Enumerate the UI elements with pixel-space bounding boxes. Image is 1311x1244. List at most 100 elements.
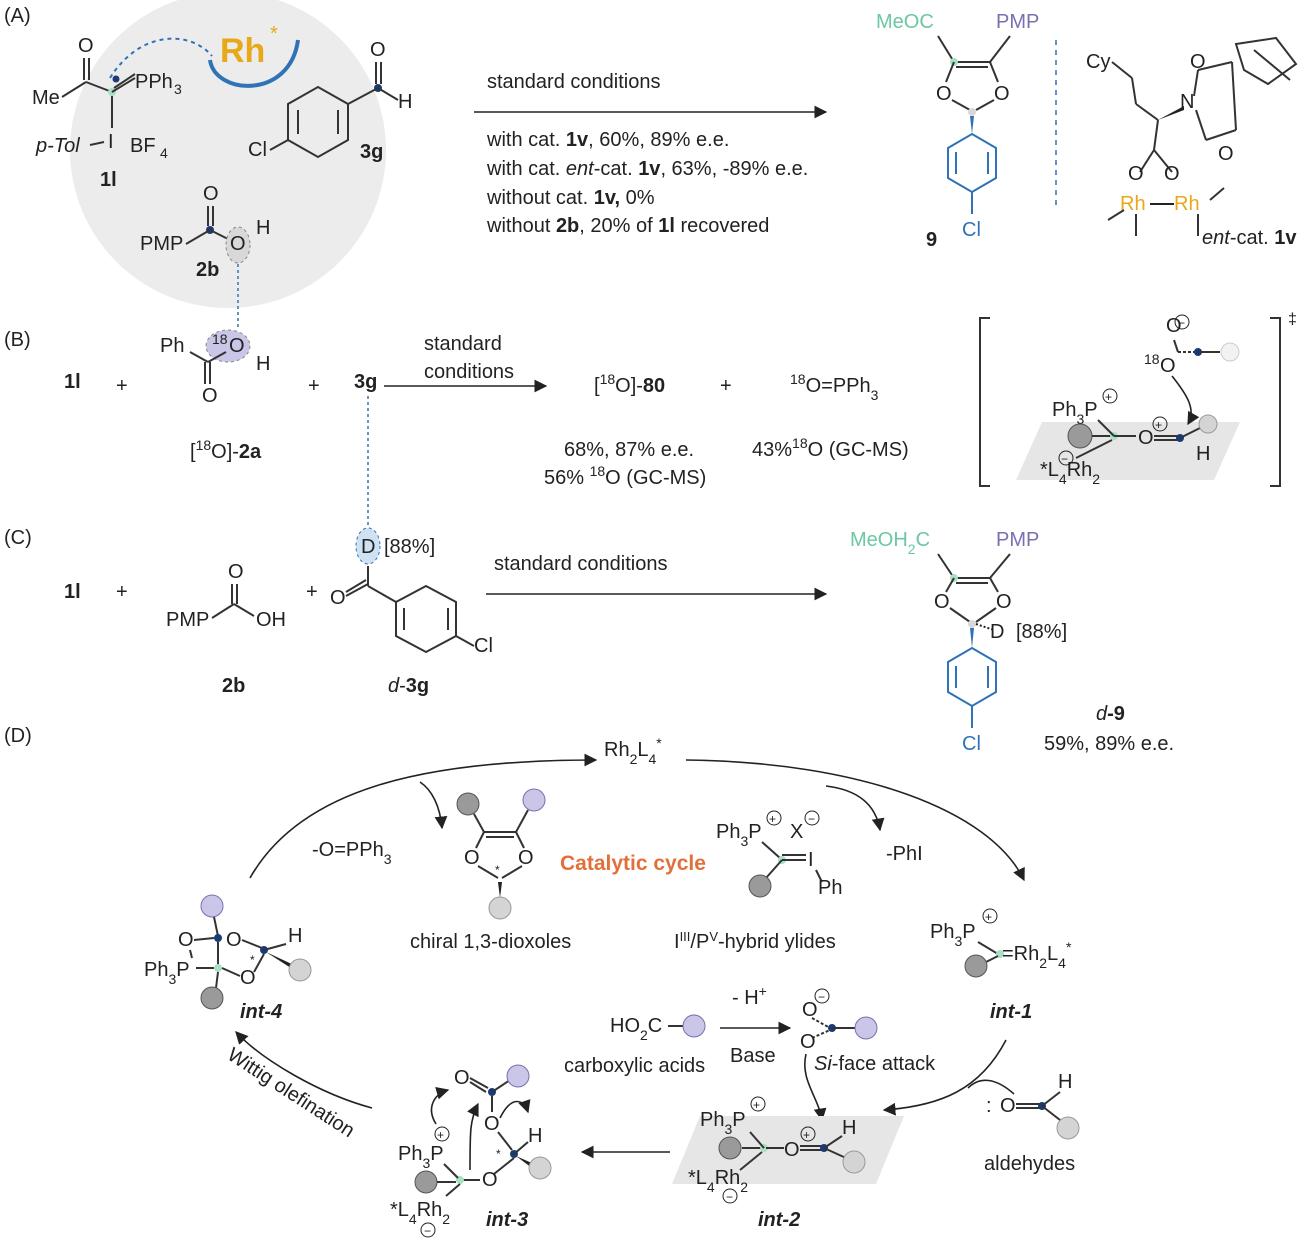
svg-text:O: O bbox=[240, 967, 256, 989]
svg-text:Cl: Cl bbox=[248, 139, 267, 161]
svg-text:N: N bbox=[1180, 91, 1194, 113]
svg-text:D: D bbox=[361, 536, 375, 558]
svg-text:without 2b, 20% of 1l recovere: without 2b, 20% of 1l recovered bbox=[486, 215, 769, 237]
svg-text:59%, 89% e.e.: 59%, 89% e.e. bbox=[1044, 733, 1174, 755]
svg-text:=Rh2L4*: =Rh2L4* bbox=[1002, 939, 1072, 971]
svg-text:[88%]: [88%] bbox=[384, 536, 435, 558]
svg-text:Rh: Rh bbox=[1120, 193, 1146, 215]
loss-o-pph3: -O=PPh3 bbox=[312, 839, 392, 867]
carboxylic-acid-step: HO2C carboxylic acids - H+ Base O − O Si… bbox=[564, 983, 936, 1122]
svg-text:O: O bbox=[936, 83, 952, 105]
acid-18o-2a-structure: Ph 18 O H O [18O]-2a bbox=[160, 329, 270, 463]
svg-text:O: O bbox=[454, 1067, 470, 1089]
aldehyde-3g-structure: O H Cl 3g bbox=[248, 39, 412, 163]
svg-text:9: 9 bbox=[926, 229, 937, 251]
substrate-highlight-circle bbox=[70, 0, 386, 308]
svg-text:PMP: PMP bbox=[166, 609, 209, 631]
svg-text:Cl: Cl bbox=[962, 219, 981, 241]
svg-text:Ph3P: Ph3P bbox=[144, 959, 190, 987]
aldehyde-d-3g-structure: D [88%] O Cl d-3g bbox=[330, 527, 493, 697]
svg-text:PMP: PMP bbox=[140, 233, 183, 255]
svg-text:BF: BF bbox=[130, 135, 156, 157]
svg-text:Cl: Cl bbox=[474, 635, 493, 657]
svg-text:OH: OH bbox=[256, 609, 286, 631]
svg-text:−: − bbox=[1178, 316, 1185, 330]
svg-text:[18O]-2a: [18O]-2a bbox=[190, 437, 262, 463]
svg-text:ent-cat. 1v: ent-cat. 1v bbox=[1202, 227, 1297, 249]
svg-text:+: + bbox=[1105, 390, 1112, 404]
product-9-structure: MeOC PMP O O Cl 9 bbox=[876, 11, 1039, 251]
svg-text:O: O bbox=[228, 561, 244, 583]
svg-text::: : bbox=[986, 1095, 992, 1117]
int-3-structure: O O * H O Ph3P + *L4Rh2 − int-3 bbox=[390, 1064, 552, 1238]
ylide-1l-structure: O Me PPh 3 I p-Tol BF 4 1l bbox=[32, 35, 182, 191]
svg-text:O: O bbox=[802, 999, 818, 1021]
svg-text:*L4Rh2: *L4Rh2 bbox=[390, 1199, 450, 1227]
svg-text:[88%]: [88%] bbox=[1016, 621, 1067, 643]
svg-text:*: * bbox=[495, 863, 500, 877]
svg-text:+: + bbox=[985, 910, 992, 924]
svg-text:D: D bbox=[990, 621, 1004, 643]
svg-text:+: + bbox=[803, 1128, 810, 1142]
svg-text:‡: ‡ bbox=[1288, 311, 1297, 328]
hybrid-ylide-structure: Ph3P + X − I Ph IIII/PV-hybrid ylides bbox=[674, 810, 842, 953]
svg-text:H: H bbox=[1058, 1071, 1072, 1093]
acid-2b-c-structure: O PMP OH 2b bbox=[166, 561, 286, 697]
svg-text:O: O bbox=[482, 1169, 498, 1191]
svg-text:Rh: Rh bbox=[1174, 193, 1200, 215]
svg-text:*: * bbox=[250, 953, 255, 967]
svg-text:+: + bbox=[1155, 418, 1162, 432]
svg-text:O: O bbox=[1160, 355, 1176, 377]
cycle-arrow-top-left bbox=[249, 753, 598, 879]
product-80-18o-content: 56% 18O (GC-MS) bbox=[544, 463, 706, 489]
svg-text:H: H bbox=[288, 925, 302, 947]
svg-text:2b: 2b bbox=[196, 259, 219, 281]
svg-text:−: − bbox=[424, 1224, 431, 1238]
svg-text:Si-face attack: Si-face attack bbox=[814, 1053, 936, 1075]
svg-text:with cat. ent-cat. 1v, 63%, -8: with cat. ent-cat. 1v, 63%, -89% e.e. bbox=[486, 158, 808, 180]
svg-text:O: O bbox=[996, 591, 1012, 613]
svg-text:O: O bbox=[1190, 51, 1206, 73]
svg-text:O: O bbox=[178, 929, 194, 951]
svg-text:O: O bbox=[1000, 1095, 1016, 1117]
svg-text:18: 18 bbox=[1144, 351, 1160, 367]
svg-text:H: H bbox=[256, 217, 270, 239]
svg-text:3: 3 bbox=[174, 81, 182, 97]
svg-text:O: O bbox=[1166, 315, 1182, 337]
svg-text:−: − bbox=[818, 990, 825, 1004]
svg-text:O: O bbox=[1138, 427, 1154, 449]
svg-text:HO2C: HO2C bbox=[610, 1015, 662, 1043]
svg-text:*L4Rh2: *L4Rh2 bbox=[688, 1167, 748, 1195]
svg-text:O: O bbox=[78, 35, 94, 57]
svg-text:H: H bbox=[528, 1125, 542, 1147]
svg-text:O: O bbox=[203, 183, 219, 205]
int-1-structure: Ph3P + =Rh2L4* int-1 bbox=[930, 908, 1072, 1023]
panel-a-arrow-label: standard conditions bbox=[487, 71, 660, 93]
acid-2b-structure: O PMP O H 2b bbox=[140, 183, 270, 281]
pph3-18o-content: 43%18O (GC-MS) bbox=[752, 435, 909, 461]
product-18o-80: [18O]-80 bbox=[594, 371, 665, 397]
svg-text:O: O bbox=[934, 591, 950, 613]
svg-text:MeOC: MeOC bbox=[876, 11, 934, 33]
svg-text:O: O bbox=[230, 233, 246, 255]
svg-text:I: I bbox=[108, 131, 114, 153]
svg-text:PPh: PPh bbox=[135, 71, 173, 93]
svg-text:−: − bbox=[808, 812, 815, 826]
svg-text:Me: Me bbox=[32, 87, 60, 109]
plus-sign: + bbox=[720, 375, 732, 397]
svg-text:1l: 1l bbox=[100, 169, 117, 191]
svg-text:X: X bbox=[790, 821, 803, 843]
svg-text:H: H bbox=[842, 1117, 856, 1139]
cycle-arrow-left bbox=[235, 1031, 373, 1109]
panel-a-label: (A) bbox=[4, 5, 31, 27]
panel-c-label: (C) bbox=[4, 527, 32, 549]
wittig-olefination-label: Wittig olefination bbox=[223, 1044, 358, 1142]
ent-cat-1v-structure: Cy N O O O O Rh Rh ent-cat. 1v bbox=[1086, 36, 1298, 249]
svg-text:O: O bbox=[1128, 163, 1144, 185]
svg-text:int-4: int-4 bbox=[240, 1001, 282, 1023]
svg-text:Ph3P: Ph3P bbox=[1052, 399, 1098, 427]
svg-text:Ph: Ph bbox=[818, 877, 842, 899]
svg-text:*L4Rh2: *L4Rh2 bbox=[1040, 459, 1100, 487]
svg-text:O: O bbox=[1218, 143, 1234, 165]
svg-text:Ph3P: Ph3P bbox=[398, 1143, 444, 1171]
